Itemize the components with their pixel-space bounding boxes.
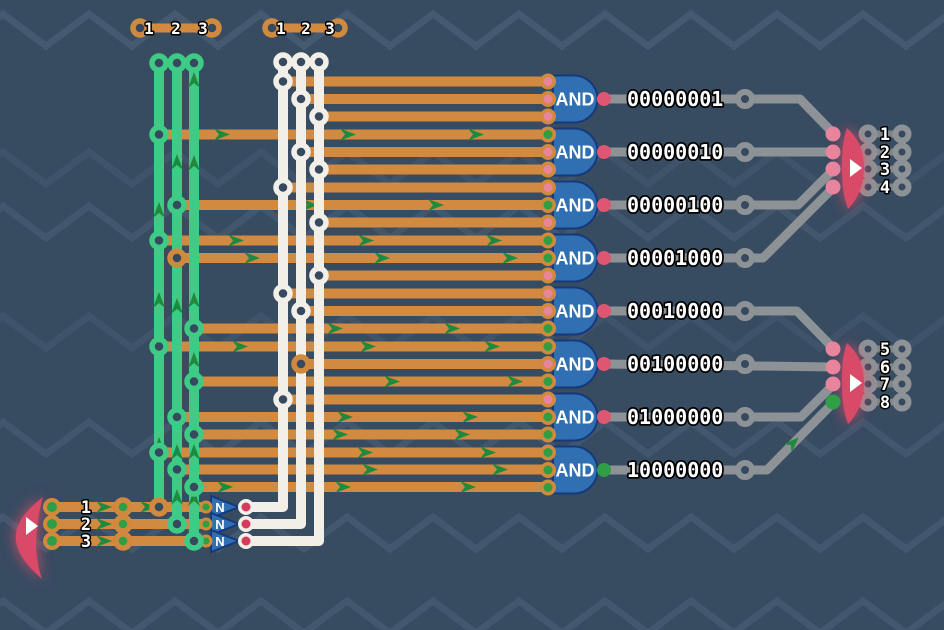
junction-rings[interactable] bbox=[149, 52, 329, 551]
and-output-pin[interactable] bbox=[597, 463, 611, 477]
and-gate-5[interactable]: AND bbox=[540, 338, 611, 390]
not-gate-label: N bbox=[215, 500, 224, 515]
and-gate-2[interactable]: AND bbox=[540, 179, 611, 231]
gray-wire-net[interactable] bbox=[599, 89, 839, 480]
and-gate-3[interactable]: AND bbox=[540, 232, 611, 284]
not-gate-label: N bbox=[215, 534, 224, 549]
zigzag-line bbox=[0, 512, 944, 554]
output-pin-label: 6 bbox=[880, 358, 890, 378]
top-label: 2 bbox=[171, 19, 181, 38]
input-pin[interactable] bbox=[43, 498, 61, 550]
signal-arrows bbox=[214, 128, 523, 493]
top-connector-left[interactable]: 1 2 3 bbox=[130, 18, 222, 40]
not-gate-label: N bbox=[215, 517, 224, 532]
zigzag-line bbox=[0, 9, 944, 51]
and-input-wires[interactable] bbox=[154, 76, 555, 492]
top-connector-right[interactable]: 1 2 3 bbox=[262, 18, 348, 40]
input-pin-label: 3 bbox=[81, 532, 91, 552]
output-component-1[interactable] bbox=[825, 126, 865, 210]
input-pin-label: 2 bbox=[81, 515, 91, 535]
and-gate-6[interactable]: AND bbox=[540, 391, 611, 443]
output-connector-group-2[interactable]: 5 6 7 8 bbox=[858, 339, 912, 415]
binary-labels: 00000001 00000010 00000100 00001000 0001… bbox=[625, 85, 725, 484]
binary-label: 00001000 bbox=[627, 246, 723, 270]
component-pin[interactable] bbox=[825, 359, 841, 375]
and-gate-label: AND bbox=[556, 408, 595, 428]
output-pin-label: 5 bbox=[880, 340, 890, 360]
binary-label: 00000010 bbox=[627, 140, 723, 164]
component-pin[interactable] bbox=[825, 161, 841, 177]
output-pin-label: 1 bbox=[880, 125, 890, 145]
component-pin[interactable] bbox=[825, 341, 841, 357]
and-gate-label: AND bbox=[556, 143, 595, 163]
top-label: 1 bbox=[276, 19, 286, 38]
output-component-2[interactable] bbox=[825, 341, 865, 425]
and-gate-label: AND bbox=[556, 196, 595, 216]
play-icon bbox=[26, 517, 38, 535]
play-icon bbox=[850, 374, 862, 392]
component-pin[interactable] bbox=[825, 394, 841, 410]
output-pin-label: 3 bbox=[880, 160, 890, 180]
vertical-signal-arrows bbox=[153, 72, 200, 506]
component-pin[interactable] bbox=[825, 126, 841, 142]
component-pin[interactable] bbox=[825, 144, 841, 160]
and-gate-1[interactable]: AND bbox=[540, 126, 611, 178]
and-output-pin[interactable] bbox=[597, 251, 611, 265]
and-gate-0[interactable]: AND bbox=[540, 73, 611, 125]
top-label: 3 bbox=[198, 19, 208, 38]
binary-label: 00100000 bbox=[627, 352, 723, 376]
top-label: 3 bbox=[325, 19, 335, 38]
input-component[interactable]: 1 2 3 bbox=[15, 497, 93, 579]
top-label: 1 bbox=[144, 19, 154, 38]
top-label: 2 bbox=[301, 19, 311, 38]
and-output-pin[interactable] bbox=[597, 92, 611, 106]
output-pin-label: 7 bbox=[880, 375, 890, 395]
binary-label: 01000000 bbox=[627, 405, 723, 429]
component-pin[interactable] bbox=[825, 179, 841, 195]
and-gate-label: AND bbox=[556, 302, 595, 322]
output-connector-group-1[interactable]: 1 2 3 4 bbox=[858, 124, 912, 200]
binary-label: 00010000 bbox=[627, 299, 723, 323]
binary-label: 00000100 bbox=[627, 193, 723, 217]
and-gate-label: AND bbox=[556, 461, 595, 481]
not-gates[interactable]: N N N bbox=[199, 494, 242, 554]
and-gate-4[interactable]: AND bbox=[540, 285, 611, 337]
and-gate-label: AND bbox=[556, 90, 595, 110]
and-gate-7[interactable]: AND bbox=[540, 444, 611, 496]
binary-label: 10000000 bbox=[627, 458, 723, 482]
play-icon bbox=[850, 159, 862, 177]
output-pin-label: 4 bbox=[880, 178, 890, 198]
output-pin-label: 8 bbox=[880, 393, 890, 413]
output-pin-label: 2 bbox=[880, 143, 890, 163]
signal-arrow bbox=[783, 437, 799, 453]
component-pin[interactable] bbox=[825, 376, 841, 392]
and-output-pin[interactable] bbox=[597, 145, 611, 159]
binary-label: 00000001 bbox=[627, 87, 723, 111]
input-pin-label: 1 bbox=[81, 498, 91, 518]
and-gate-label: AND bbox=[556, 249, 595, 269]
and-output-pin[interactable] bbox=[597, 198, 611, 212]
and-output-pin[interactable] bbox=[597, 357, 611, 371]
and-output-pin[interactable] bbox=[597, 304, 611, 318]
and-output-pin[interactable] bbox=[597, 410, 611, 424]
and-gate-label: AND bbox=[556, 355, 595, 375]
